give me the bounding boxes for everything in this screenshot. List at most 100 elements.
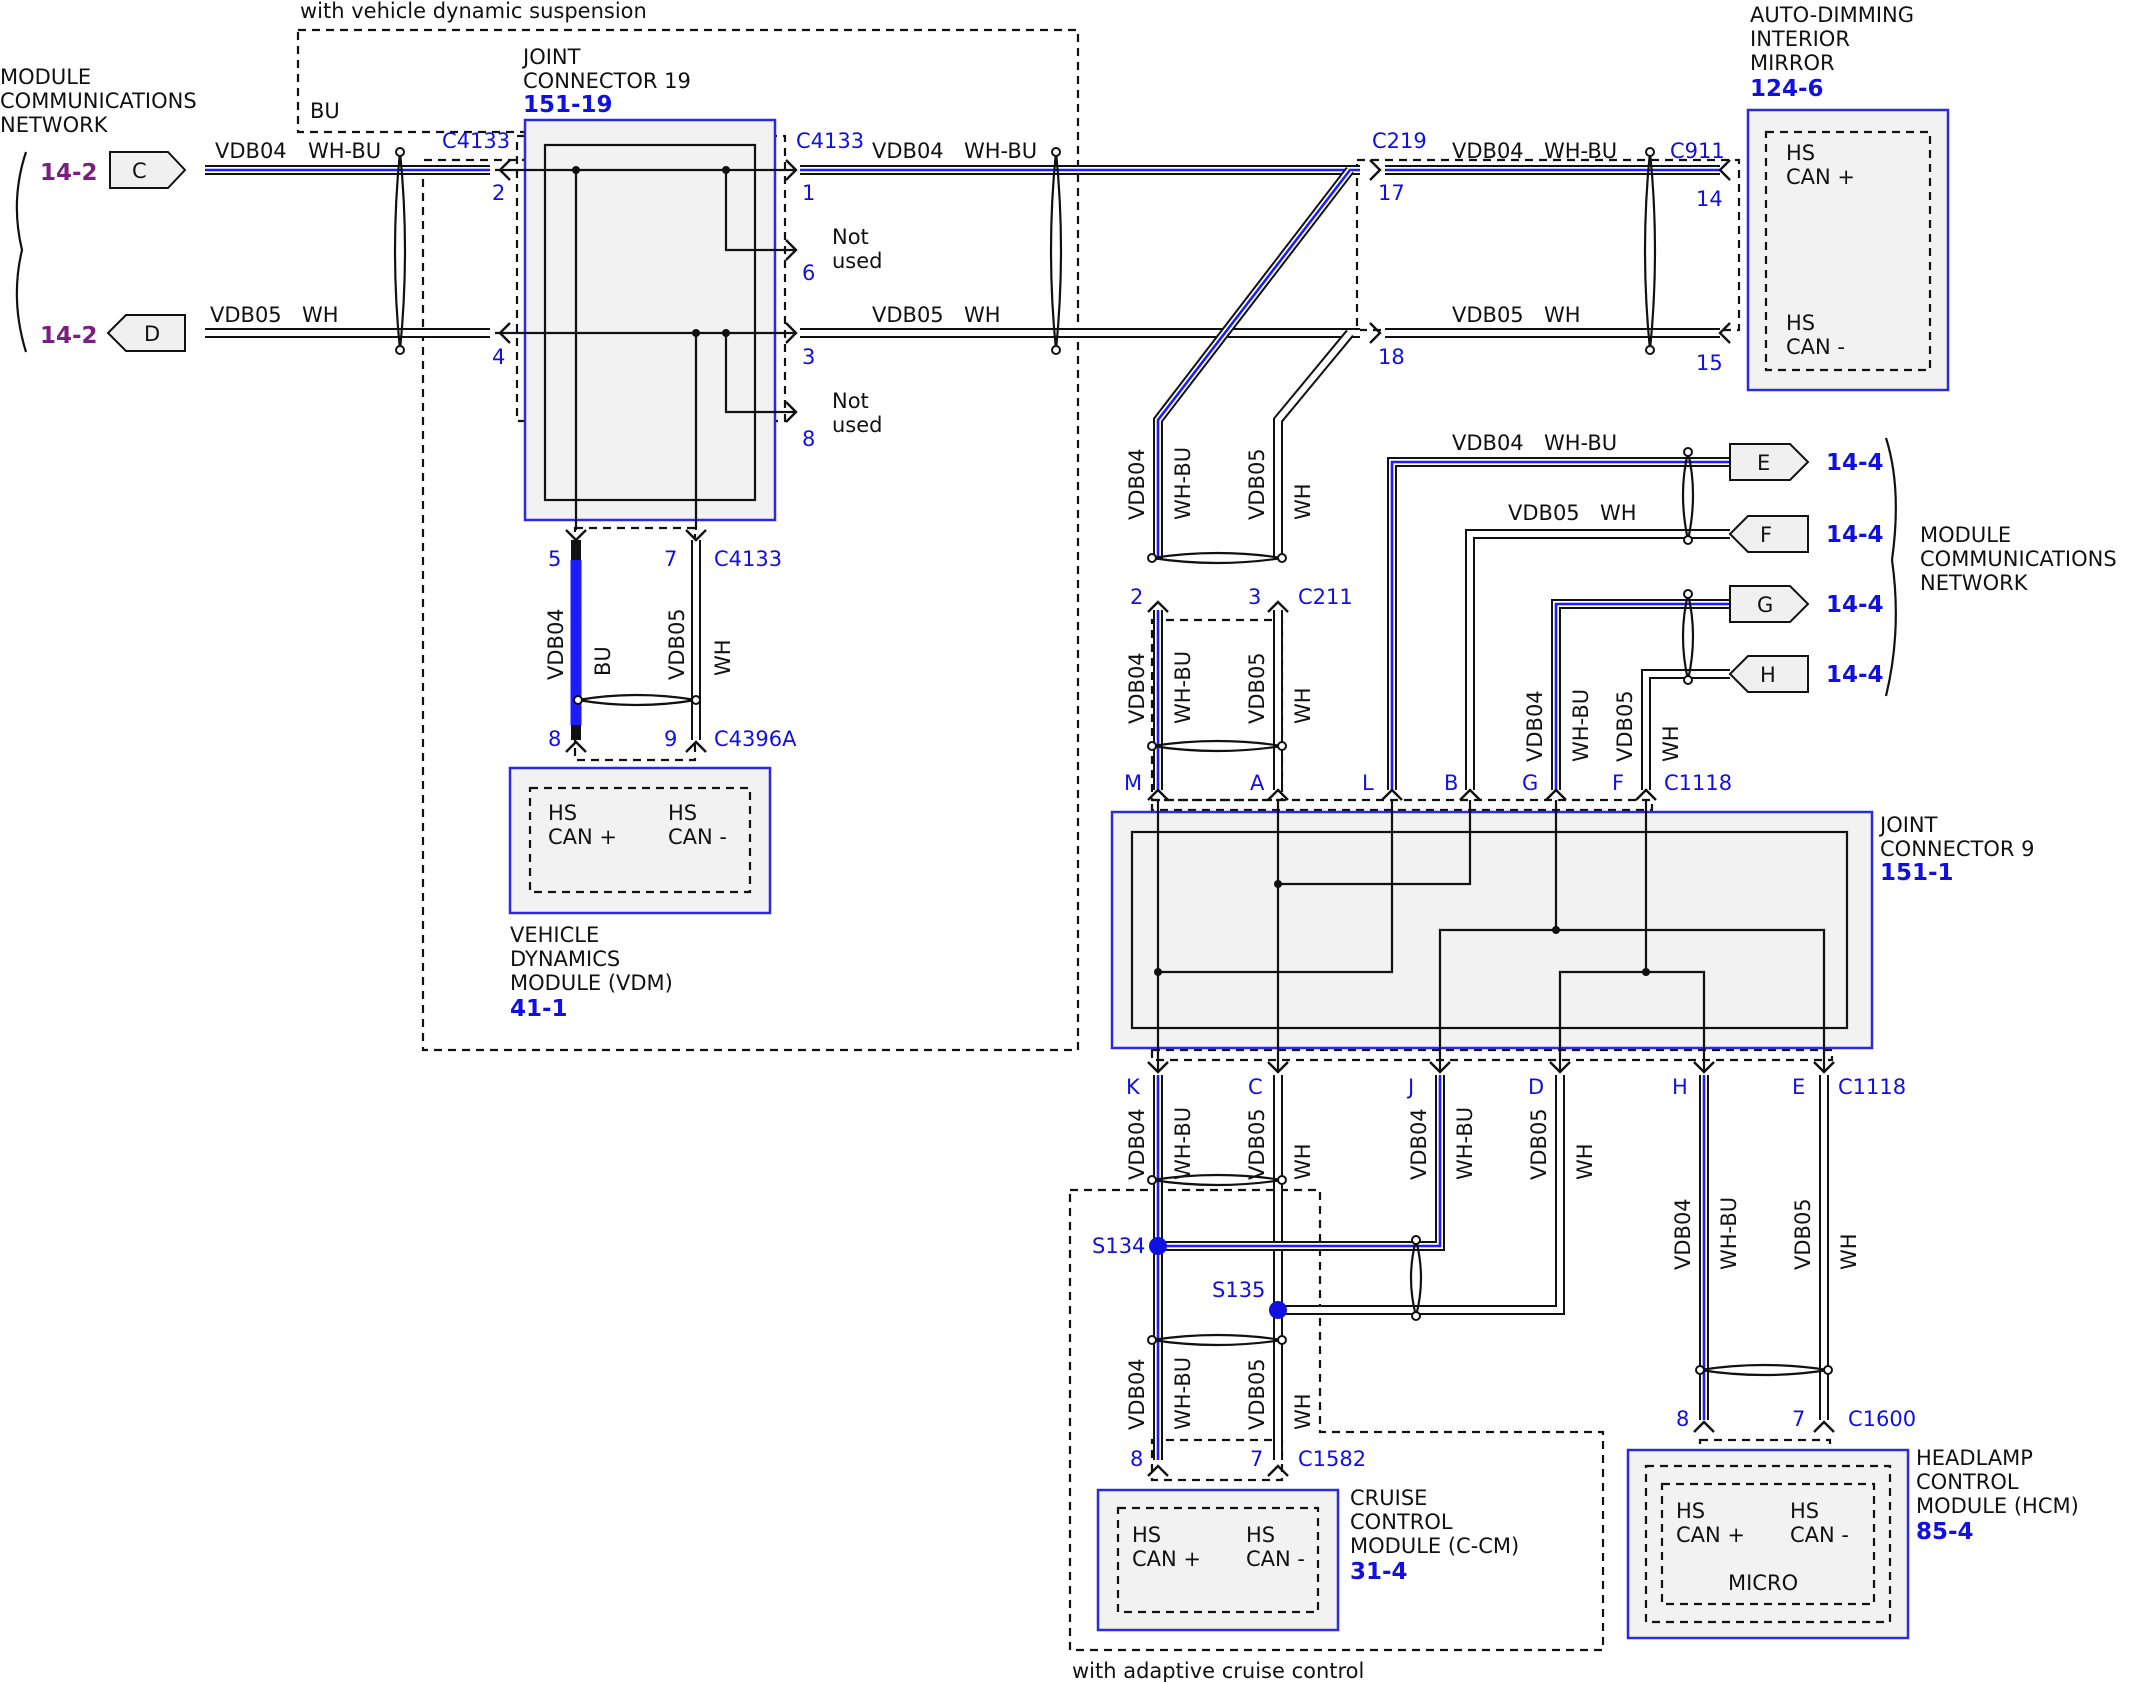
twist-right [1643, 151, 1657, 351]
vlbl-whbu-g: WH-BU [1569, 689, 1593, 762]
connector-labels: C4133 C4133 C219 C911 C4133 C4396A C211 … [442, 129, 1916, 1471]
splices: S134 S135 [1092, 1234, 1287, 1319]
hcm-inner [1660, 1482, 1876, 1606]
vlbl-wh-h: WH [1659, 725, 1683, 762]
wire-vdb04-c219-diagonal [1153, 166, 1354, 560]
lbl-wh-tag-f: WH [1600, 501, 1637, 525]
pin-e: E [1792, 1075, 1805, 1099]
vlbl-whbu-c211: WH-BU [1171, 651, 1195, 724]
wire-vdb05-d-to-s135 [1280, 1075, 1565, 1315]
vlbl-wh-d: WH [1573, 1143, 1597, 1180]
conn-c1600: C1600 [1848, 1407, 1916, 1431]
arrows-c211 [1147, 600, 1289, 613]
ccm-can-minus: CAN - [1246, 1547, 1305, 1571]
tag-f-ref: 14-4 [1826, 522, 1884, 548]
tag-g[interactable] [1729, 585, 1810, 623]
lbl-vdb04-right: VDB04 [1452, 139, 1524, 163]
pin-a: A [1250, 771, 1265, 795]
vlbl-vdb04-j: VDB04 [1407, 1108, 1431, 1180]
jc9-ref: 151-1 [1880, 860, 1954, 886]
ccm-line-2: CONTROL [1350, 1510, 1453, 1534]
conn-c1118-top: C1118 [1664, 771, 1732, 795]
pin-9: 9 [664, 727, 677, 751]
tag-c[interactable] [109, 151, 187, 189]
hcm-line-1: HEADLAMP [1916, 1446, 2033, 1470]
tag-e[interactable] [1729, 443, 1810, 481]
joint-connector-9[interactable]: JOINT CONNECTOR 9 151-1 [1110, 800, 2035, 1070]
lbl-whbu-left: WH-BU [308, 139, 381, 163]
lbl-wh-right: WH [1544, 303, 1581, 327]
hcm-outer [1626, 1448, 1910, 1640]
hcm-micro: MICRO [1728, 1571, 1798, 1595]
hcm-hs-minus: HS [1790, 1499, 1819, 1523]
tag-h-ref: 14-4 [1826, 662, 1884, 688]
pin-18: 18 [1378, 345, 1405, 369]
twist-c211-upper [1151, 551, 1283, 565]
arrows-c219 [1369, 159, 1382, 344]
lbl-bu-top: BU [310, 99, 340, 123]
vlbl-wh-e: WH [1837, 1233, 1861, 1270]
joint-connector-19[interactable]: JOINT CONNECTOR 19 151-19 [495, 45, 795, 530]
auto-dimming-mirror[interactable]: AUTO-DIMMING INTERIOR MIRROR 124-6 HS CA… [1746, 3, 1950, 392]
vertical-labels: VDB04 BU VDB05 WH VDB04 WH-BU VDB05 WH V… [544, 447, 1861, 1430]
mirror-hs-minus: HS [1786, 311, 1815, 335]
conn-c211: C211 [1298, 585, 1353, 609]
hcm-line-2: CONTROL [1916, 1470, 2019, 1494]
vdm-hs-minus: HS [668, 801, 697, 825]
tag-h-letter: H [1760, 663, 1776, 687]
vdm-line-3: MODULE (VDM) [510, 971, 673, 995]
vehicle-dynamics-module[interactable]: HS CAN + HS CAN - VEHICLE DYNAMICS MODUL… [508, 766, 772, 1022]
hcm-can-minus: CAN - [1790, 1523, 1849, 1547]
tag-d[interactable] [106, 314, 186, 352]
vlbl-wh-c: WH [1291, 1143, 1315, 1180]
splice-s135[interactable] [1269, 1301, 1287, 1319]
tag-d-ref: 14-2 [40, 323, 98, 349]
wire-vdb04-tag-e [1387, 457, 1730, 790]
hcm-can-plus: CAN + [1676, 1523, 1745, 1547]
pin-f: F [1612, 771, 1624, 795]
ccm-line-1: CRUISE [1350, 1486, 1427, 1510]
vlbl-wh-up: WH [1291, 483, 1315, 520]
pin-d: D [1528, 1075, 1544, 1099]
pin-8-vdm: 8 [548, 727, 561, 751]
headlamp-control-module[interactable]: HS CAN + HS CAN - MICRO HEADLAMP CONTROL… [1626, 1446, 2079, 1640]
pin-7-ccm: 7 [1250, 1447, 1263, 1471]
lbl-wh-left: WH [302, 303, 339, 327]
vlbl-vdb04-ccm: VDB04 [1125, 1358, 1149, 1430]
conn-c1118-bottom: C1118 [1838, 1075, 1906, 1099]
ccm-hs-plus: HS [1132, 1523, 1161, 1547]
vdm-outer [508, 766, 772, 915]
tag-f[interactable] [1728, 515, 1809, 553]
tag-g-letter: G [1757, 593, 1773, 617]
pin-c: C [1248, 1075, 1263, 1099]
mirror-can-plus: CAN + [1786, 165, 1855, 189]
pin-4: 4 [492, 345, 505, 369]
twist-ccm-upper [1151, 1173, 1283, 1187]
pin-g: G [1522, 771, 1538, 795]
vlbl-vdb05-ccm: VDB05 [1245, 1358, 1269, 1430]
jc9-bus [1156, 800, 1826, 1070]
jc19-unused-drops [724, 170, 795, 414]
cruise-control-module[interactable]: HS CAN + HS CAN - CRUISE CONTROL MODULE … [1096, 1486, 1519, 1632]
vdm-option-boundary [296, 28, 1080, 1052]
vlbl-vdb04-h: VDB04 [1671, 1198, 1695, 1270]
arrows-c4133-right [785, 159, 798, 423]
tag-h[interactable] [1728, 655, 1809, 693]
wire-vdb04-tag-g [1551, 599, 1730, 790]
vlbl-vdb05-h: VDB05 [1613, 690, 1637, 762]
jc19-ref: 151-19 [523, 92, 613, 118]
arrows-c4133-left [498, 159, 511, 344]
tag-c-ref: 14-2 [40, 160, 98, 186]
left-network-line-3: NETWORK [0, 113, 109, 137]
left-network: MODULE COMMUNICATIONS NETWORK 14-2 C 14-… [0, 65, 197, 353]
twist-tag-gh [1681, 593, 1695, 681]
pin-h: H [1672, 1075, 1688, 1099]
mirror-line-3: MIRROR [1750, 51, 1835, 75]
vlbl-vdb04-vdm: VDB04 [544, 608, 568, 680]
tag-c-letter: C [132, 159, 147, 183]
twist-left [393, 151, 407, 351]
mirror-inner [1764, 130, 1932, 372]
pin-1: 1 [802, 181, 815, 205]
splice-s134[interactable] [1149, 1237, 1167, 1255]
